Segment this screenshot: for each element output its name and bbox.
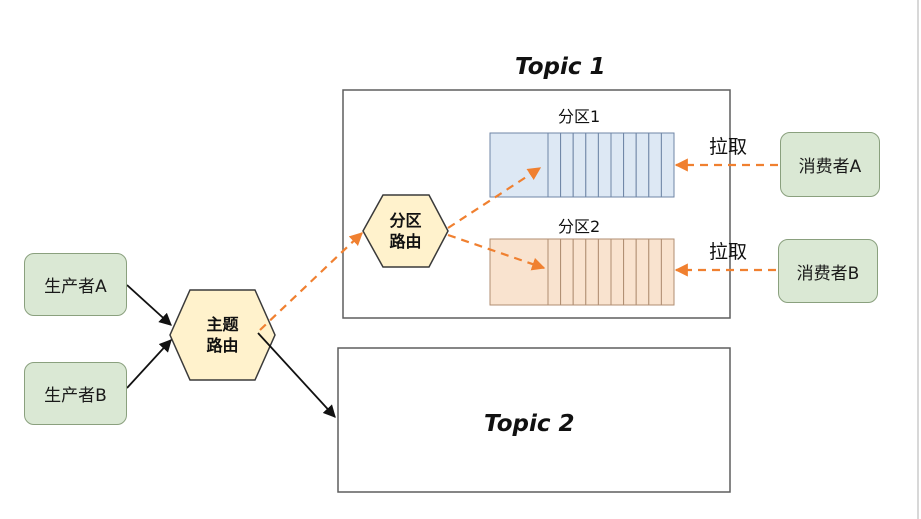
consumer-b-label: 消费者B [796,263,860,284]
partition1-slot [547,132,562,198]
producer-b-label: 生产者B [44,386,107,406]
consumer-a-node: 消费者A [780,132,880,197]
partition1-slot [623,132,637,198]
partition1-queue [489,132,675,198]
partition2-slot [623,238,637,306]
producer-a-label: 生产者A [44,277,107,297]
topic-router-label: 主题 路由 [170,290,275,380]
consumer-b-node: 消费者B [778,239,878,303]
consumer-b-pull-label: 拉取 [709,241,748,263]
partition1-slot [572,132,587,198]
partition2-slot [648,238,662,306]
partition2-slot [597,238,612,306]
partition1-slot [597,132,612,198]
topic1-route-arrow [259,232,363,331]
producer-a-node: 生产者A [24,253,127,316]
partition1-route-arrow [447,167,542,229]
partition-router-hexagon [362,194,449,268]
partition2-slot [547,238,562,306]
partition2-slot [572,238,587,306]
partition-router-line2: 路由 [389,232,422,251]
right-edge-rule [917,0,919,519]
partition2-slot [610,238,625,306]
producer-a-arrow [126,284,172,326]
consumer-a-label: 消费者A [798,157,862,177]
partition2-label: 分区2 [558,217,601,236]
topic2-container [337,347,731,493]
partition1-slot [648,132,662,198]
topic-router-hexagon [169,289,276,381]
partition1-head [489,132,549,198]
topic1-title: Topic 1 [515,54,606,80]
partition-router-line1: 分区 [389,211,422,230]
partition1-label: 分区1 [558,107,601,126]
producer-b-node: 生产者B [24,362,127,425]
topic2-title: Topic 2 [484,411,575,437]
partition2-slot [560,238,574,306]
partition1-cells [547,132,675,198]
partition2-queue [489,238,675,306]
partition1-slot [660,132,675,198]
partition2-slot [660,238,675,306]
topic-router-line2: 路由 [206,336,239,355]
partition2-cells [547,238,675,306]
topic-router-line1: 主题 [206,315,239,334]
partition2-head [489,238,549,306]
consumer-a-pull-label: 拉取 [709,136,748,158]
producer-b-arrow [126,339,172,389]
partition2-slot [585,238,599,306]
partition1-slot [635,132,650,198]
partition2-route-arrow [447,233,546,271]
partition1-slot [610,132,625,198]
partition-router-label: 分区 路由 [363,195,448,267]
partition2-slot [635,238,650,306]
topic2-route-arrow [257,332,336,418]
partition1-slot [585,132,599,198]
partition1-slot [560,132,574,198]
